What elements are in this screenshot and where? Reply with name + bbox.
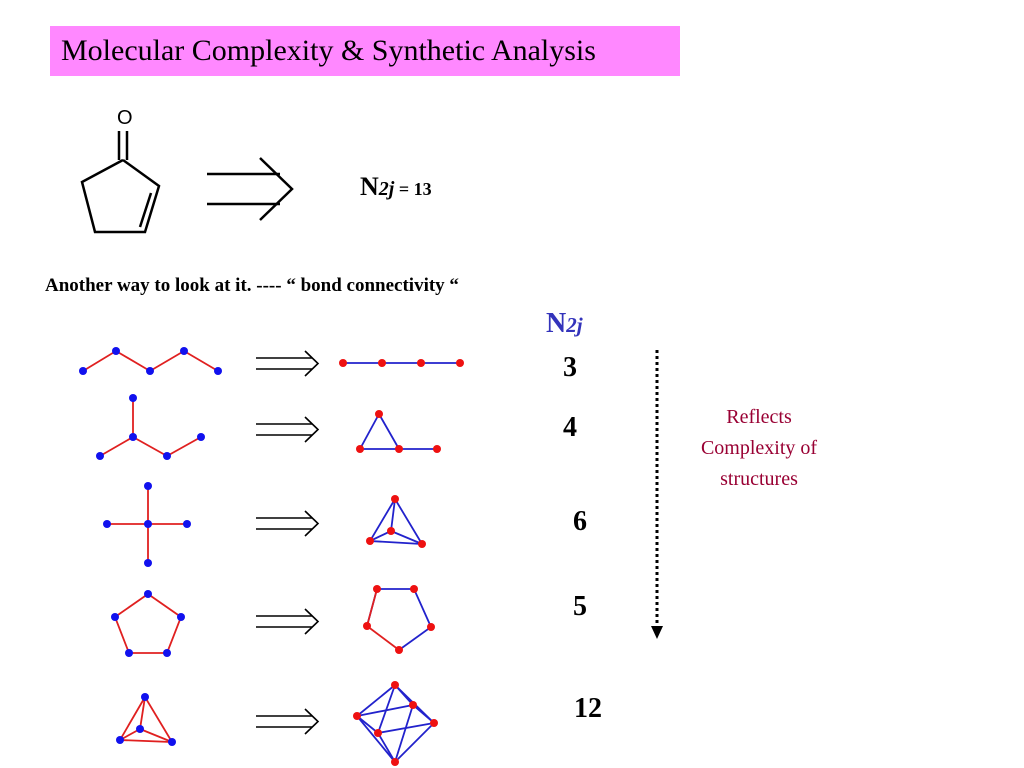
retrosynthesis-arrow-5 xyxy=(256,708,320,735)
retrosynthesis-arrow-4 xyxy=(256,608,320,635)
reflects-complexity-note: Reflects Complexity of structures xyxy=(700,406,818,490)
n2j-value-2: 4 xyxy=(563,412,577,443)
header-n-subscript: 2j xyxy=(566,313,583,337)
graph-row3-right xyxy=(366,495,426,548)
bond-connectivity-note: Another way to look at it. ---- “ bond c… xyxy=(45,275,459,296)
graph-row5-right xyxy=(353,681,438,766)
graph-row1-left xyxy=(79,347,222,375)
slide-title: Molecular Complexity & Synthetic Analysi… xyxy=(50,26,680,76)
top-n2j-result: N2j = 13 xyxy=(360,172,432,202)
graph-row4-right xyxy=(363,585,435,654)
top-n-label: N xyxy=(360,172,379,201)
graph-row2-right xyxy=(356,410,441,453)
n2j-value-3: 6 xyxy=(573,506,587,537)
graph-row2-left xyxy=(96,394,205,460)
n2j-value-5: 12 xyxy=(574,693,602,724)
graph-row3-left xyxy=(103,482,191,567)
retrosynthesis-arrow-3 xyxy=(256,510,320,537)
n2j-column-header: N2j xyxy=(546,308,583,340)
retrosynthesis-arrow-1 xyxy=(256,350,320,377)
n2j-value-1: 3 xyxy=(563,352,577,383)
graph-row1-right xyxy=(339,359,464,367)
top-n-subscript: 2j xyxy=(378,178,395,200)
graph-row4-left xyxy=(111,590,185,657)
header-n-label: N xyxy=(546,308,567,339)
graph-row5-left xyxy=(116,693,176,746)
retrosynthesis-arrow-2 xyxy=(256,416,320,443)
n2j-value-4: 5 xyxy=(573,591,587,622)
retrosynthesis-arrow-large xyxy=(207,157,294,221)
top-n-value: = 13 xyxy=(394,179,432,199)
complexity-trend-arrow xyxy=(651,350,663,639)
oxygen-atom-label: O xyxy=(117,107,133,129)
cyclopentenone-structure xyxy=(80,131,161,234)
